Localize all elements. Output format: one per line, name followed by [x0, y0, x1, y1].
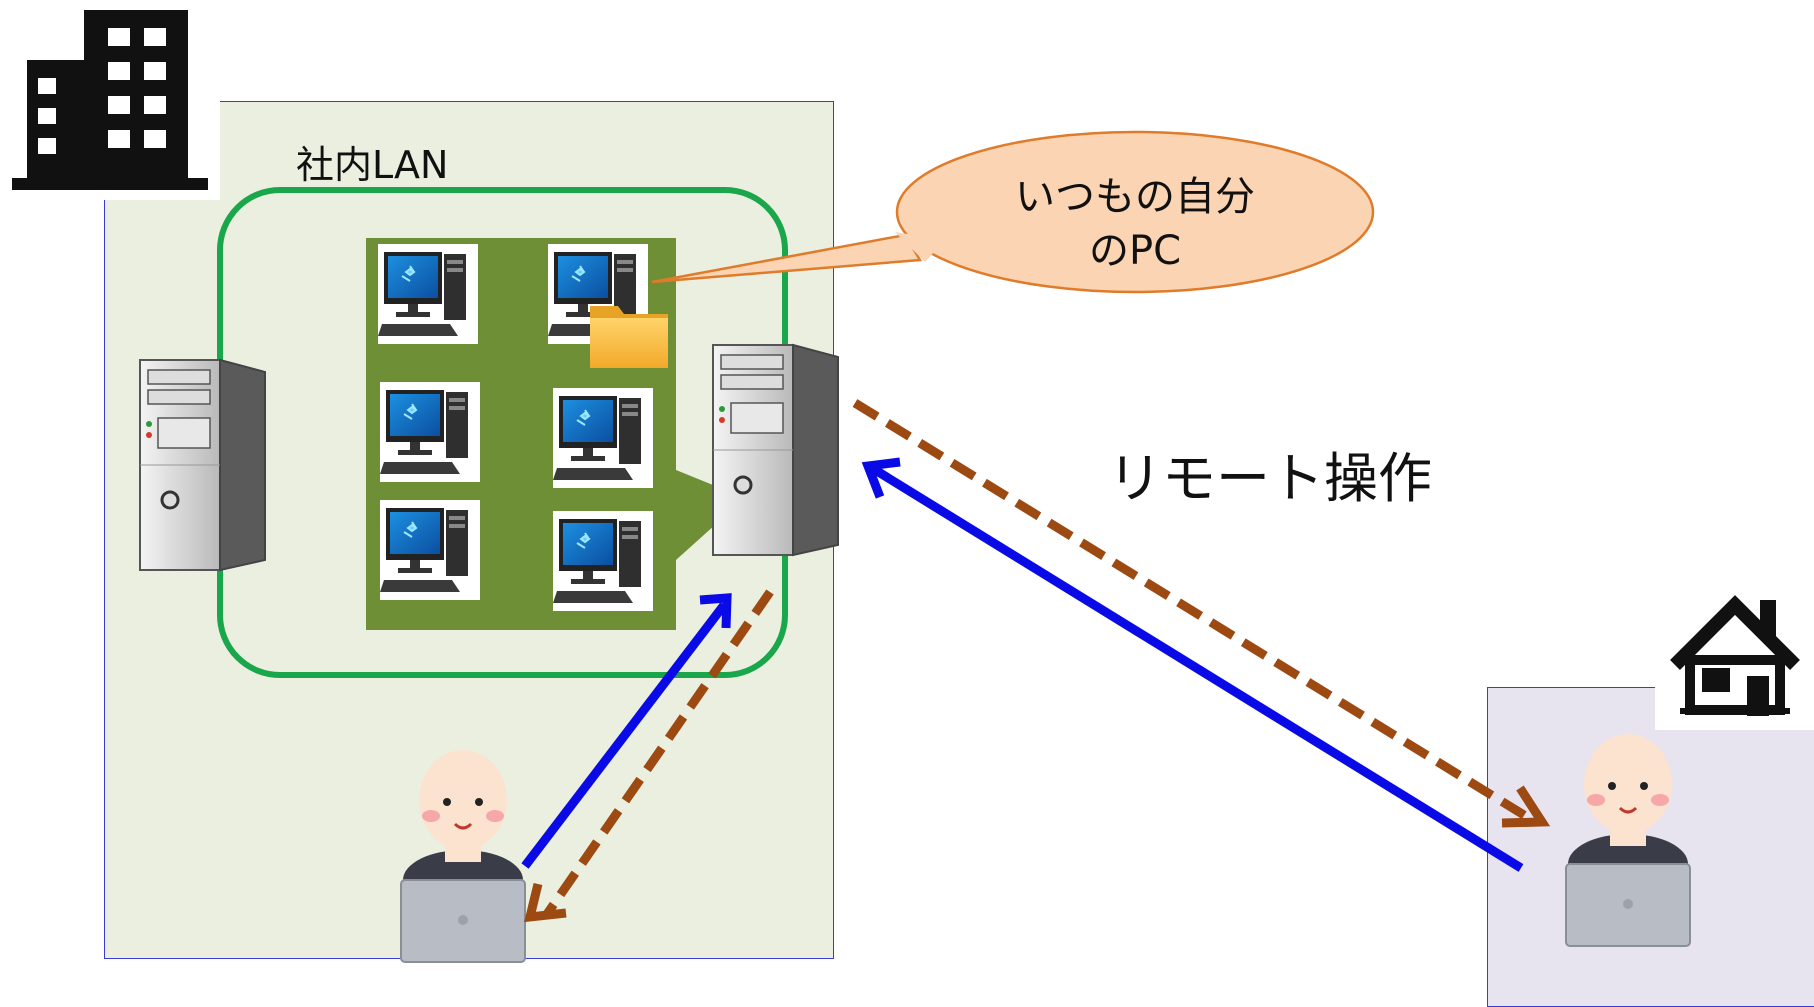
desktop-pc-icon	[379, 499, 481, 601]
server-tower-icon	[711, 343, 840, 557]
server-tower-icon	[138, 358, 267, 572]
office-building-icon	[0, 0, 220, 200]
remote-operation-label: リモート操作	[1108, 447, 1432, 510]
speech-bubble	[651, 130, 1375, 294]
office-worker-icon	[399, 748, 527, 964]
desktop-pc-icon	[552, 510, 654, 612]
folder-icon	[590, 306, 668, 368]
bubble-text: いつもの自分 のPC	[975, 170, 1295, 278]
diagram-canvas	[0, 0, 1814, 964]
bubble-line-2: のPC	[1088, 228, 1182, 274]
desktop-pc-icon	[377, 243, 479, 345]
bubble-line-1: いつもの自分	[1015, 174, 1255, 220]
local-connection-arrow	[521, 593, 732, 869]
remote-worker-icon	[1564, 732, 1692, 948]
desktop-pc-icon	[379, 381, 481, 483]
remote-operation-arrow	[852, 399, 1551, 828]
house-icon	[1655, 590, 1814, 730]
lan-label: 社内LAN	[296, 143, 449, 187]
local-remote-arrow	[524, 589, 774, 923]
remote-connection-arrow	[861, 457, 1524, 872]
desktop-pc-icon	[552, 387, 654, 489]
